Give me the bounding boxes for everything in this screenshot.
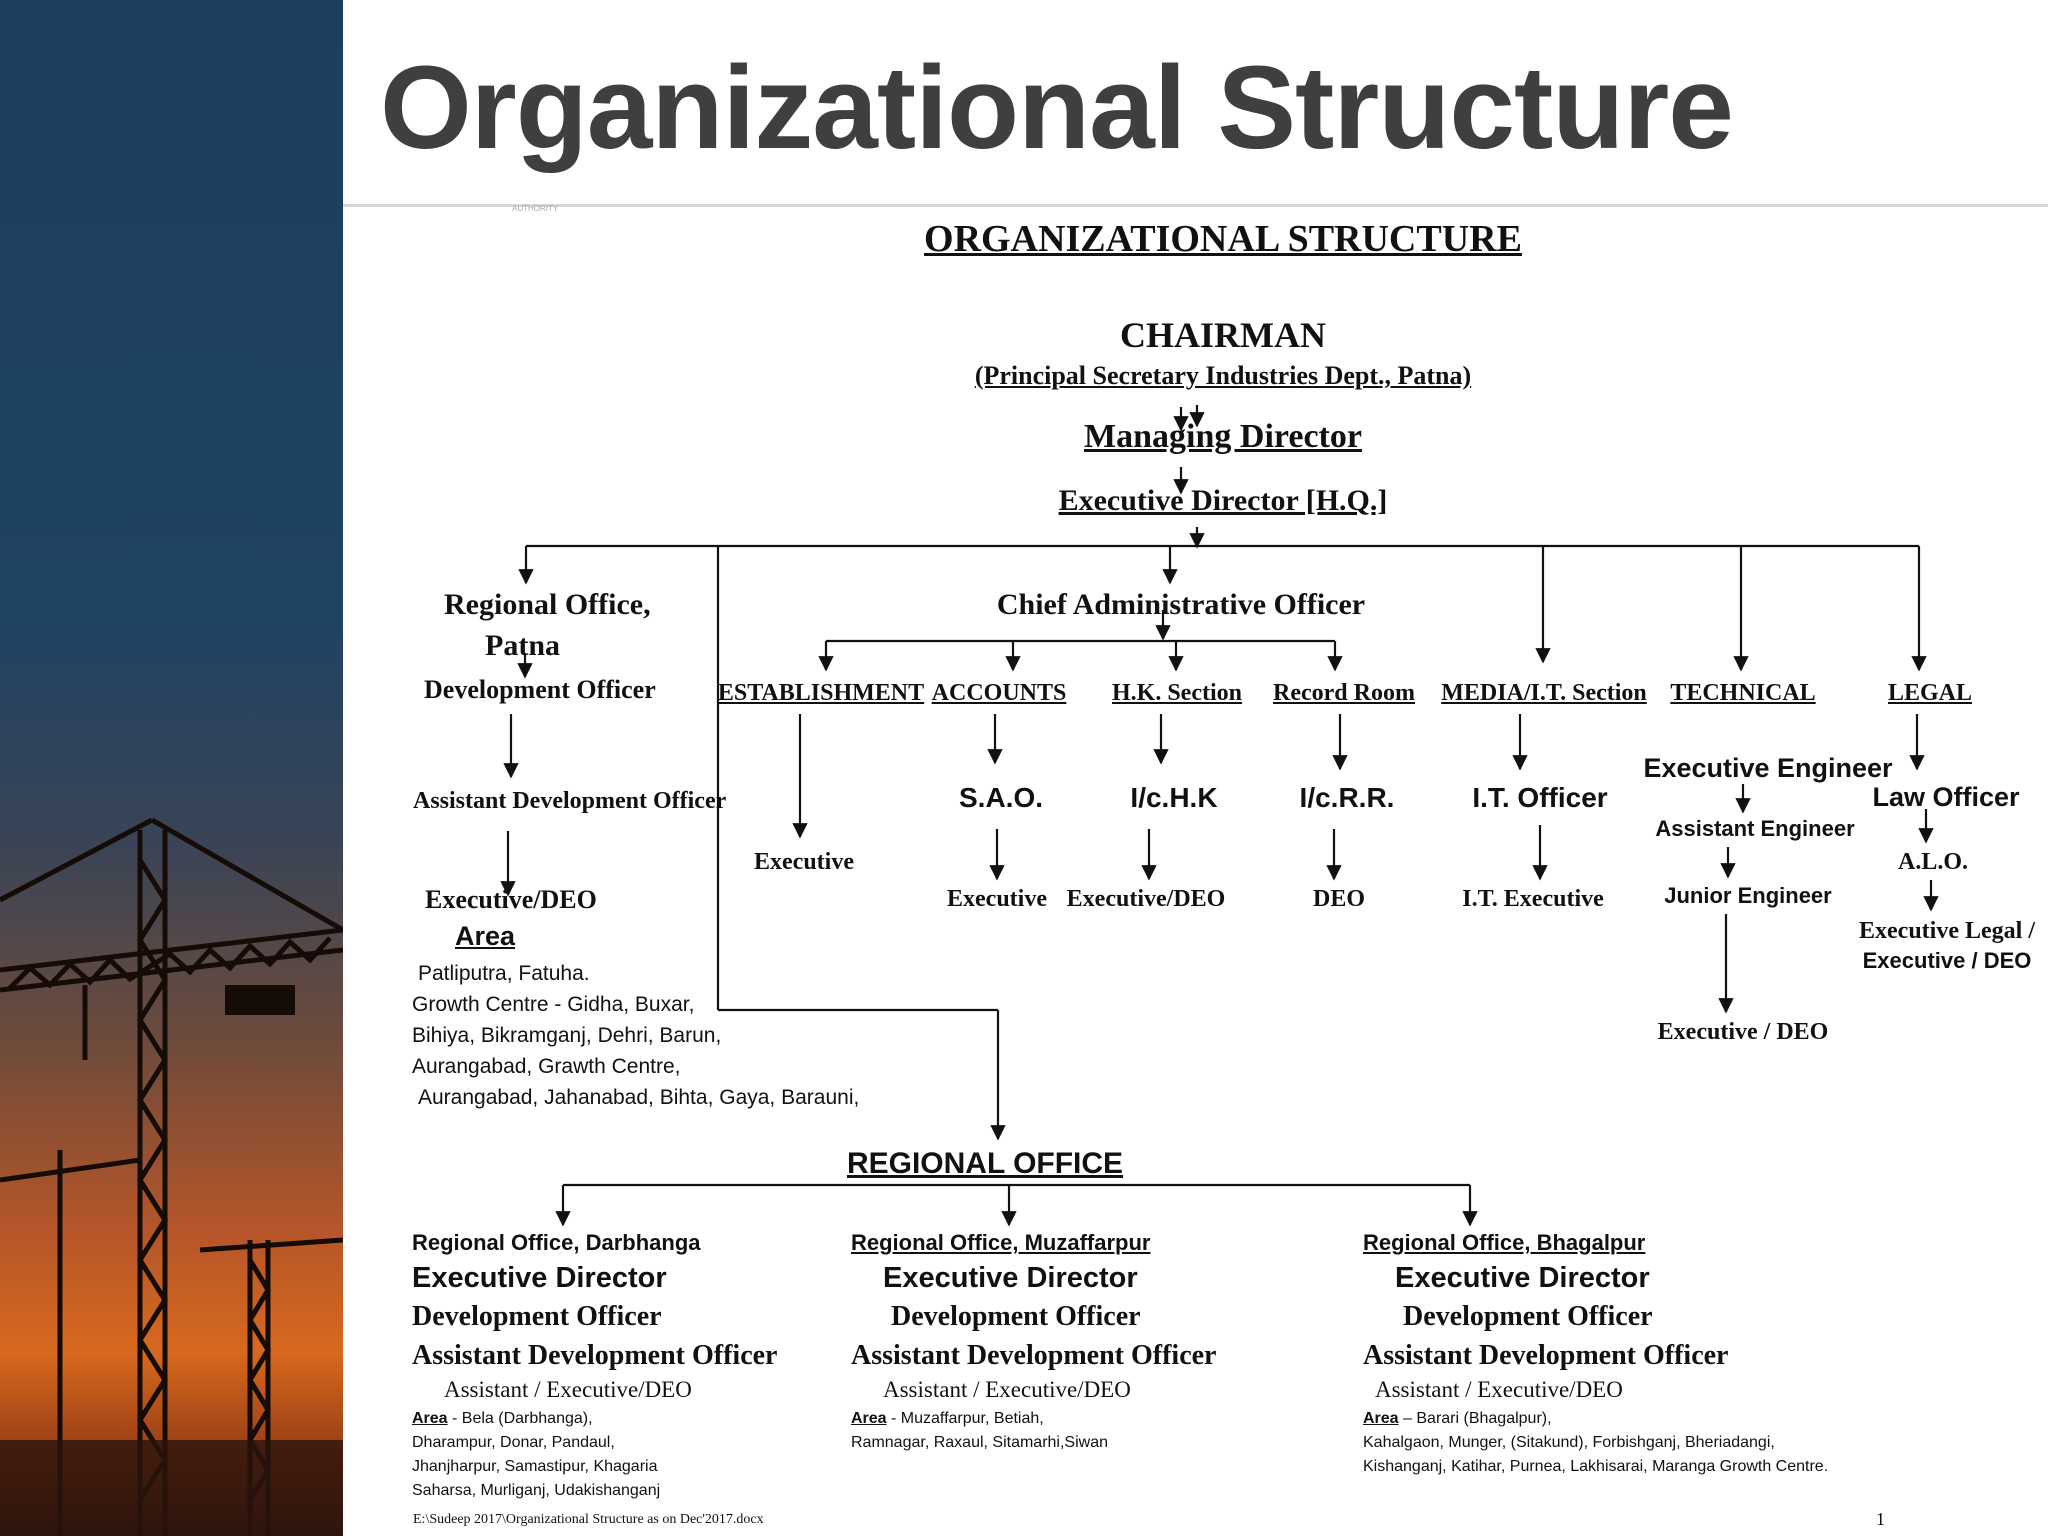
regional-role: Executive Director xyxy=(883,1262,1138,1294)
area-line: Ramnagar, Raxaul, Sitamarhi,Siwan xyxy=(851,1434,1109,1451)
sidebar-photo xyxy=(0,0,343,1536)
section-accounts: ACCOUNTS xyxy=(931,680,1067,706)
accounts-role: S.A.O. xyxy=(958,782,1044,813)
patna-area-label: Area xyxy=(455,921,516,951)
technical-role: Executive Engineer xyxy=(1643,753,1893,783)
establishment-role: Executive xyxy=(754,849,854,875)
hk-role: I/c.H.K xyxy=(1130,782,1218,813)
document-heading: ORGANIZATIONAL STRUCTURE xyxy=(924,218,1522,260)
area-line: Patliputra, Fatuha. xyxy=(418,962,590,985)
legal-role: Executive / DEO xyxy=(1862,948,2032,973)
patna-office-city: Patna xyxy=(485,629,560,662)
regional-area-list: Area - Bela (Darbhanga), Dharampur, Dona… xyxy=(412,1407,777,1503)
accounts-role: Executive xyxy=(947,886,1047,912)
section-media-it: MEDIA/I.T. Section xyxy=(1441,680,1647,706)
chief-administrative-officer: Chief Administrative Officer xyxy=(996,588,1366,621)
managing-director: Managing Director xyxy=(1084,418,1362,455)
patna-role: Assistant Development Officer xyxy=(413,788,727,814)
section-record-room: Record Room xyxy=(1273,680,1415,706)
technical-role: Junior Engineer xyxy=(1664,883,1832,908)
regional-role: Executive Director xyxy=(412,1262,667,1294)
technical-role: Assistant Engineer xyxy=(1655,816,1855,841)
regional-role: Assistant Development Officer xyxy=(851,1340,1217,1371)
area-label: Area xyxy=(412,1410,448,1427)
area-line: Aurangabad, Jahanabad, Bihta, Gaya, Bara… xyxy=(418,1086,860,1109)
area-line: Kishanganj, Katihar, Purnea, Lakhisarai,… xyxy=(1363,1458,1829,1475)
regional-role: Assistant Development Officer xyxy=(412,1340,778,1371)
page-number: 1 xyxy=(1876,1509,1885,1529)
area-line: Dharampur, Donar, Pandaul, xyxy=(412,1434,615,1451)
org-chart-document: ORGANIZATIONAL STRUCTURE CHAIRMAN (Princ… xyxy=(343,207,2048,1536)
media-it-role: I.T. Officer xyxy=(1472,782,1608,813)
area-line: Growth Centre - Gidha, Buxar, xyxy=(412,993,695,1016)
regional-role: Executive Director xyxy=(1395,1262,1650,1294)
legal-role: Executive Legal / xyxy=(1859,918,2035,944)
regional-role: Development Officer xyxy=(1403,1301,1653,1332)
chairman-subtitle: (Principal Secretary Industries Dept., P… xyxy=(974,361,1472,390)
footer-file-path: E:\Sudeep 2017\Organizational Structure … xyxy=(413,1512,764,1527)
regional-role: Assistant / Executive/DEO xyxy=(1375,1377,1623,1402)
regional-area-list: Area - Muzaffarpur, Betiah, Ramnagar, Ra… xyxy=(851,1407,1216,1455)
record-room-role: I/c.R.R. xyxy=(1299,782,1395,813)
patna-area-list: Patliputra, Fatuha. Growth Centre - Gidh… xyxy=(412,958,859,1113)
area-label: Area xyxy=(1363,1410,1399,1427)
hk-role: Executive/DEO xyxy=(1066,886,1226,912)
authority-mark: AUTHORITY xyxy=(512,204,559,213)
patna-role: Executive/DEO xyxy=(425,885,597,914)
regional-office-name: Regional Office, Bhagalpur xyxy=(1363,1230,1646,1255)
construction-cranes-image xyxy=(0,817,343,1536)
regional-role: Assistant / Executive/DEO xyxy=(444,1377,692,1402)
legal-role: Law Officer xyxy=(1872,782,2020,812)
executive-director-hq: Executive Director [H.Q.] xyxy=(1058,484,1388,517)
area-line: – Barari (Bhagalpur), xyxy=(1403,1410,1552,1427)
regional-role: Development Officer xyxy=(891,1301,1141,1332)
section-establishment: ESTABLISHMENT xyxy=(717,680,925,706)
regional-role: Assistant Development Officer xyxy=(1363,1340,1729,1371)
area-line: Bihiya, Bikramganj, Dehri, Barun, xyxy=(412,1024,722,1047)
record-room-role: DEO xyxy=(1312,886,1366,912)
regional-area-list: Area – Barari (Bhagalpur), Kahalgaon, Mu… xyxy=(1363,1407,1828,1479)
area-line: Jhanjharpur, Samastipur, Khagaria xyxy=(412,1458,658,1475)
legal-role: A.L.O. xyxy=(1897,849,1969,875)
section-technical: TECHNICAL xyxy=(1670,680,1816,706)
regional-office-name: Regional Office, Muzaffarpur xyxy=(851,1230,1151,1255)
area-line: Saharsa, Murliganj, Udakishanganj xyxy=(412,1482,661,1499)
regional-office-muzaffarpur: Regional Office, Muzaffarpur Executive D… xyxy=(851,1227,1216,1455)
regional-office-name: Regional Office, Darbhanga xyxy=(412,1230,701,1255)
regional-office-bhagalpur: Regional Office, Bhagalpur Executive Dir… xyxy=(1363,1227,1828,1479)
technical-role: Executive / DEO xyxy=(1657,1019,1829,1045)
patna-office-title: Regional Office, xyxy=(444,588,651,621)
area-line: Aurangabad, Grawth Centre, xyxy=(412,1055,681,1078)
area-line: - Bela (Darbhanga), xyxy=(452,1410,593,1427)
chairman-title: CHAIRMAN xyxy=(1120,315,1326,355)
section-hk: H.K. Section xyxy=(1112,680,1242,706)
patna-role: Development Officer xyxy=(424,675,656,704)
area-label: Area xyxy=(851,1410,887,1427)
media-it-role: I.T. Executive xyxy=(1462,886,1604,912)
page-title: Organizational Structure xyxy=(380,42,1734,174)
org-chart-connectors xyxy=(500,405,1939,1227)
area-line: Kahalgaon, Munger, (Sitakund), Forbishga… xyxy=(1363,1434,1775,1451)
title-divider xyxy=(343,204,2048,207)
area-line: - Muzaffarpur, Betiah, xyxy=(891,1410,1044,1427)
regional-office-darbhanga: Regional Office, Darbhanga Executive Dir… xyxy=(412,1227,777,1503)
regional-role: Assistant / Executive/DEO xyxy=(883,1377,1131,1402)
section-legal: LEGAL xyxy=(1887,680,1973,706)
regional-office-heading: REGIONAL OFFICE xyxy=(846,1147,1124,1180)
regional-role: Development Officer xyxy=(412,1301,662,1332)
